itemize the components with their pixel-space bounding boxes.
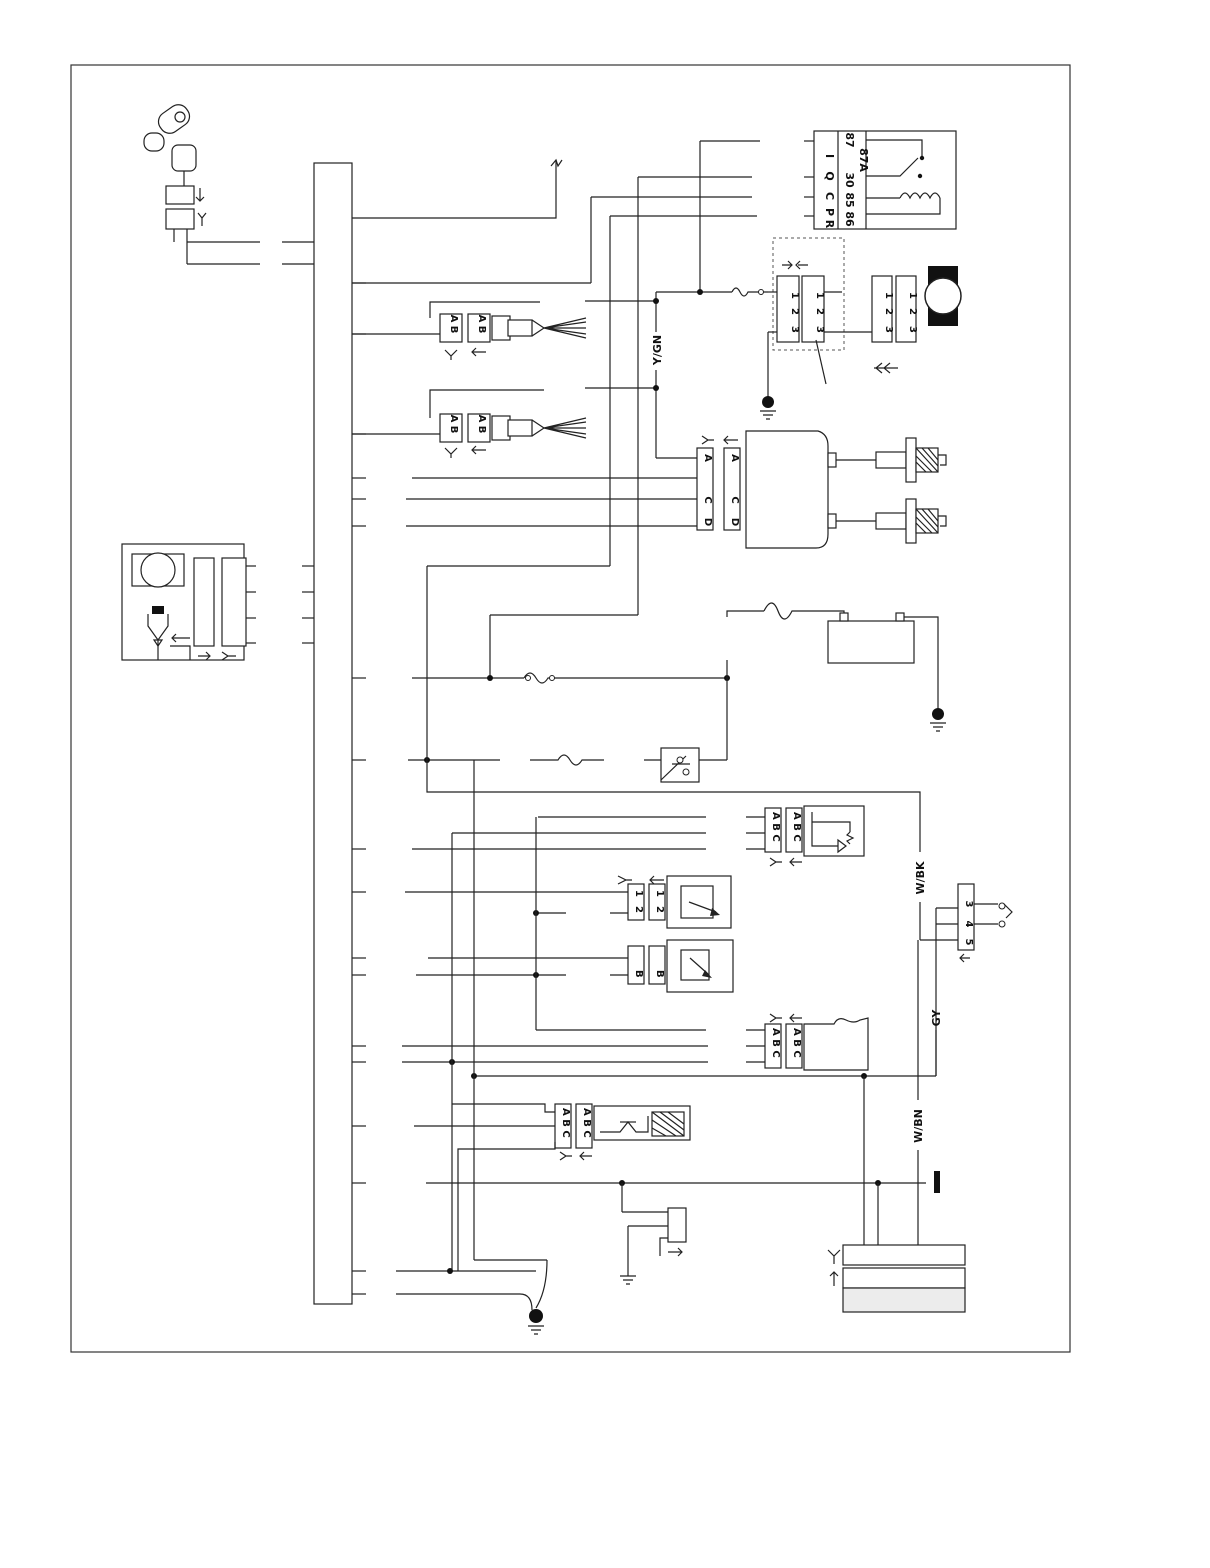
svg-text:A B C: A B C xyxy=(791,1028,802,1058)
svg-text:A B C: A B C xyxy=(770,812,781,842)
diagram-frame xyxy=(70,64,1071,1353)
svg-text:1: 1 xyxy=(883,292,894,299)
relay-pin-i: I xyxy=(823,154,836,158)
ecu-right-stubs xyxy=(352,282,366,1295)
svg-text:A B: A B xyxy=(476,415,487,434)
ignition-switch xyxy=(660,747,700,783)
svg-text:B: B xyxy=(654,970,665,978)
svg-text:2: 2 xyxy=(633,906,644,913)
svg-text:3: 3 xyxy=(883,326,894,333)
svg-text:D: D xyxy=(729,518,740,526)
svg-text:2: 2 xyxy=(789,308,800,315)
pump-connector: 1 2 3 1 2 3 xyxy=(776,260,825,343)
injector-2: A B A B xyxy=(352,389,587,458)
relay-pin-30: 30 xyxy=(843,172,856,188)
relay-pin-87: 87 xyxy=(843,132,856,147)
svg-text:1: 1 xyxy=(789,292,800,299)
wire-label-w-bn: W/BN xyxy=(912,1109,925,1143)
svg-text:C: C xyxy=(729,496,740,503)
svg-text:3: 3 xyxy=(907,326,918,333)
relay-pin-85: 85 xyxy=(843,192,856,207)
svg-text:C: C xyxy=(702,496,713,503)
relay-pin-c: C xyxy=(823,192,836,200)
relay-pin-q: Q xyxy=(823,171,836,180)
wire-label-y-gn: Y/GN xyxy=(651,335,664,366)
relay: I Q C P R 87 87A 30 85 86 xyxy=(813,130,957,230)
throttle-body xyxy=(121,543,256,661)
break-mark xyxy=(550,158,563,168)
fuel-pump-motor: 1 2 3 1 2 3 xyxy=(871,266,962,374)
idle-valve: A B C A B C xyxy=(554,1103,691,1161)
svg-text:A: A xyxy=(702,454,713,462)
svg-text:1: 1 xyxy=(633,890,644,897)
ecu-wire-top xyxy=(352,160,557,219)
temp-sensor-2: B B xyxy=(627,939,734,993)
svg-text:A B C: A B C xyxy=(581,1108,592,1138)
speed-sensor xyxy=(620,1183,687,1285)
svg-text:3: 3 xyxy=(789,326,800,333)
injector-1: A B A B xyxy=(352,301,587,360)
svg-text:D: D xyxy=(702,518,713,526)
ecu-module xyxy=(313,162,353,1305)
svg-text:B: B xyxy=(633,970,644,978)
svg-text:A: A xyxy=(729,454,740,462)
svg-text:A B: A B xyxy=(476,315,487,334)
svg-text:A B C: A B C xyxy=(560,1108,571,1138)
svg-text:1: 1 xyxy=(654,890,665,897)
svg-text:2: 2 xyxy=(883,308,894,315)
battery xyxy=(726,602,946,732)
temp-sensor-1: 1 2 1 2 xyxy=(617,875,732,929)
svg-text:A B: A B xyxy=(448,415,459,434)
svg-text:3: 3 xyxy=(963,901,974,908)
pump-connector-outline xyxy=(772,237,845,351)
svg-text:A B: A B xyxy=(448,315,459,334)
svg-text:2: 2 xyxy=(654,906,665,913)
svg-text:2: 2 xyxy=(907,308,918,315)
svg-text:2: 2 xyxy=(814,308,825,315)
switch-connector: 3 4 5 xyxy=(957,883,1013,963)
svg-text:1: 1 xyxy=(907,292,918,299)
svg-text:A B C: A B C xyxy=(791,812,802,842)
relay-pin-87a: 87A xyxy=(857,148,870,172)
svg-text:1: 1 xyxy=(814,292,825,299)
relay-pin-p: P xyxy=(823,208,836,216)
gauge-module xyxy=(827,1244,966,1313)
tps-connector: A B C A B C xyxy=(764,805,865,867)
wire-label-w-bk: W/BK xyxy=(914,861,927,895)
svg-text:4: 4 xyxy=(963,921,974,928)
cam-sensor xyxy=(143,104,207,264)
ecu-left-stubs xyxy=(187,241,314,644)
relay-pin-86: 86 xyxy=(843,211,856,227)
svg-text:5: 5 xyxy=(963,939,974,946)
pressure-sensor: A B C A B C xyxy=(764,1013,869,1071)
svg-text:3: 3 xyxy=(814,326,825,333)
ignition-coil: A C D A C D xyxy=(696,430,947,549)
svg-text:A B C: A B C xyxy=(770,1028,781,1058)
wire-label-gy: GY xyxy=(930,1009,943,1027)
relay-pin-r: R xyxy=(823,220,836,229)
